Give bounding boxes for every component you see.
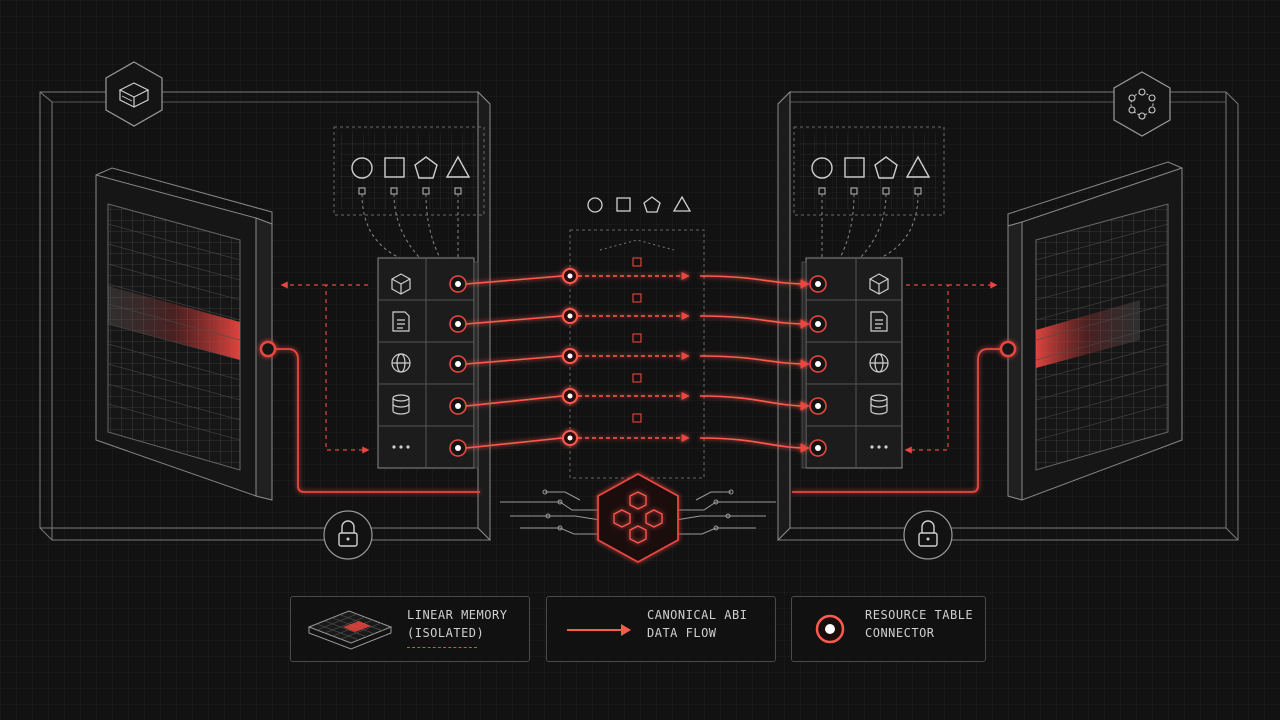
cube-icon	[869, 273, 889, 295]
data-flow-5	[465, 437, 810, 453]
linear-memory-right	[1007, 161, 1183, 501]
legend-resource-line2: CONNECTOR	[865, 626, 935, 640]
square-shape	[844, 157, 865, 178]
node-ring-icon	[1113, 71, 1171, 137]
type-shapes-left	[333, 126, 485, 259]
database-icon	[392, 394, 410, 415]
document-icon	[870, 311, 888, 332]
lock-icon	[903, 510, 953, 560]
resource-table-right	[801, 257, 903, 469]
ellipsis-icon	[392, 445, 410, 449]
triangle-shape	[672, 195, 692, 212]
component-left	[39, 61, 491, 560]
database-icon	[870, 394, 888, 415]
legend-memory-line2: (ISOLATED)	[407, 626, 485, 640]
component-right	[777, 71, 1239, 560]
memory-grid-lines-left	[107, 223, 241, 441]
abi-entry-nodes	[562, 268, 578, 446]
box-stack-icon	[105, 61, 163, 127]
triangle-shape	[905, 155, 931, 178]
triangle-shape	[445, 155, 471, 178]
circle-shape	[587, 197, 603, 213]
circle-shape	[351, 157, 373, 179]
data-flow-2	[465, 315, 810, 329]
cube-cluster-icon	[500, 472, 776, 564]
arrow-icon	[567, 624, 631, 636]
data-flow-4	[465, 395, 810, 411]
memory-connector-right	[792, 340, 1017, 493]
canonical-abi-channel	[569, 195, 705, 479]
legend-linear-memory: LINEAR MEMORY (ISOLATED)	[290, 596, 530, 662]
memory-connector-left	[259, 340, 480, 493]
legend-canonical-abi: CANONICAL ABI DATA FLOW	[546, 596, 776, 662]
legend-memory-dashed-line	[407, 647, 477, 648]
pentagon-shape	[414, 156, 438, 179]
abi-marshal-boxes	[632, 257, 642, 423]
abi-dashed-segments	[578, 271, 690, 443]
memory-access-dashed-right	[904, 281, 998, 454]
data-flow-3	[465, 355, 810, 369]
data-flow-1	[465, 275, 810, 289]
square-shape	[616, 197, 631, 212]
memory-access-dashed-left	[280, 281, 370, 454]
legend-resource-table: RESOURCE TABLE CONNECTOR	[791, 596, 986, 662]
hub-circuit-traces	[500, 489, 776, 535]
globe-icon	[391, 353, 411, 373]
legend-flow-line1: CANONICAL ABI	[647, 608, 748, 622]
circle-shape	[811, 157, 833, 179]
memory-grid-icon	[307, 610, 393, 650]
type-shapes-right	[793, 126, 945, 259]
resource-table-left	[377, 257, 479, 469]
legend-flow-line2: DATA FLOW	[647, 626, 717, 640]
canonical-abi-data-flows	[465, 268, 810, 453]
cube-icon	[391, 273, 411, 295]
linear-memory-left	[95, 167, 273, 501]
ellipsis-icon	[870, 445, 888, 449]
resource-connectors-right	[809, 275, 827, 457]
globe-icon	[869, 353, 889, 373]
lock-icon	[323, 510, 373, 560]
connector-ring-icon	[815, 614, 845, 644]
legend-resource-line1: RESOURCE TABLE	[865, 608, 974, 622]
square-shape	[384, 157, 405, 178]
pentagon-shape	[874, 156, 898, 179]
document-icon	[392, 311, 410, 332]
abi-type-shapes	[587, 195, 692, 213]
pentagon-shape	[643, 196, 661, 213]
legend-memory-line1: LINEAR MEMORY	[407, 608, 508, 622]
